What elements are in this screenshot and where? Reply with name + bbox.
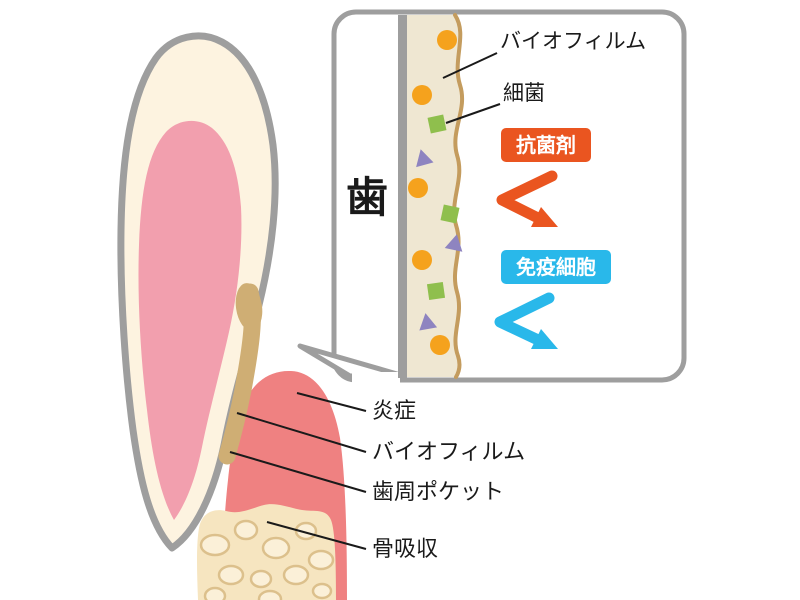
biofilm-leader-line-inset <box>442 52 498 79</box>
bacteria-triangle <box>419 313 438 331</box>
immune-badge <box>501 250 611 284</box>
biofilm-inset-edge <box>452 13 465 379</box>
bacteria-square <box>440 204 460 224</box>
biofilm-label-main: バイオフィルム <box>372 440 525 465</box>
pocket-leader-line <box>229 451 367 493</box>
bone-bubble <box>233 519 259 541</box>
tooth-surface-line <box>398 15 407 378</box>
antibacterial-badge <box>501 128 591 162</box>
immune-arrow-head <box>531 329 558 349</box>
bone-bubble <box>203 586 227 600</box>
antibacterial-arrow <box>496 170 558 223</box>
bacteria-circle <box>430 335 450 355</box>
biofilm-label-inset: バイオフィルム <box>500 29 646 53</box>
inflammation-leader-line <box>296 392 367 412</box>
bone-bubble <box>261 536 291 560</box>
inset-pointer-mask <box>352 372 400 383</box>
immune-arrow <box>494 292 555 345</box>
bacteria-leader-line <box>445 103 501 124</box>
bone-texture <box>199 519 335 600</box>
bacteria-square <box>427 114 447 134</box>
bacteria-circle <box>412 85 432 105</box>
pocket-label: 歯周ポケット <box>372 480 504 505</box>
bacteria-shapes <box>408 30 463 355</box>
bacteria-circle <box>408 178 428 198</box>
bacteria-label: 細菌 <box>503 81 545 105</box>
biofilm-main-band <box>218 283 261 465</box>
biofilm-leader-line-main <box>236 412 367 453</box>
bacteria-triangle <box>444 234 463 252</box>
bacteria-circle <box>412 250 432 270</box>
bacteria-square <box>426 281 446 301</box>
pulp-shape <box>138 120 242 520</box>
bone-resorption-label: 骨吸収 <box>372 537 438 562</box>
tooth-label: 歯 <box>346 173 388 222</box>
bone-leader-line <box>266 521 367 550</box>
bone-bubble <box>311 582 333 600</box>
bone-bubble <box>282 564 310 586</box>
bone-bubble <box>257 589 283 600</box>
bone-bubble <box>249 569 273 589</box>
bone-bubble <box>307 549 335 571</box>
antibacterial-badge-label: 抗菌剤 <box>516 133 576 157</box>
biofilm-inset-band <box>407 15 463 377</box>
antibacterial-arrow-head <box>531 207 558 227</box>
bacteria-circle <box>437 30 457 50</box>
bone-bubble <box>199 533 231 557</box>
bacteria-triangle <box>416 149 434 168</box>
immune-badge-label: 免疫細胞 <box>516 255 596 279</box>
inflammation-label: 炎症 <box>372 399 416 424</box>
bone-bubble <box>217 564 245 586</box>
